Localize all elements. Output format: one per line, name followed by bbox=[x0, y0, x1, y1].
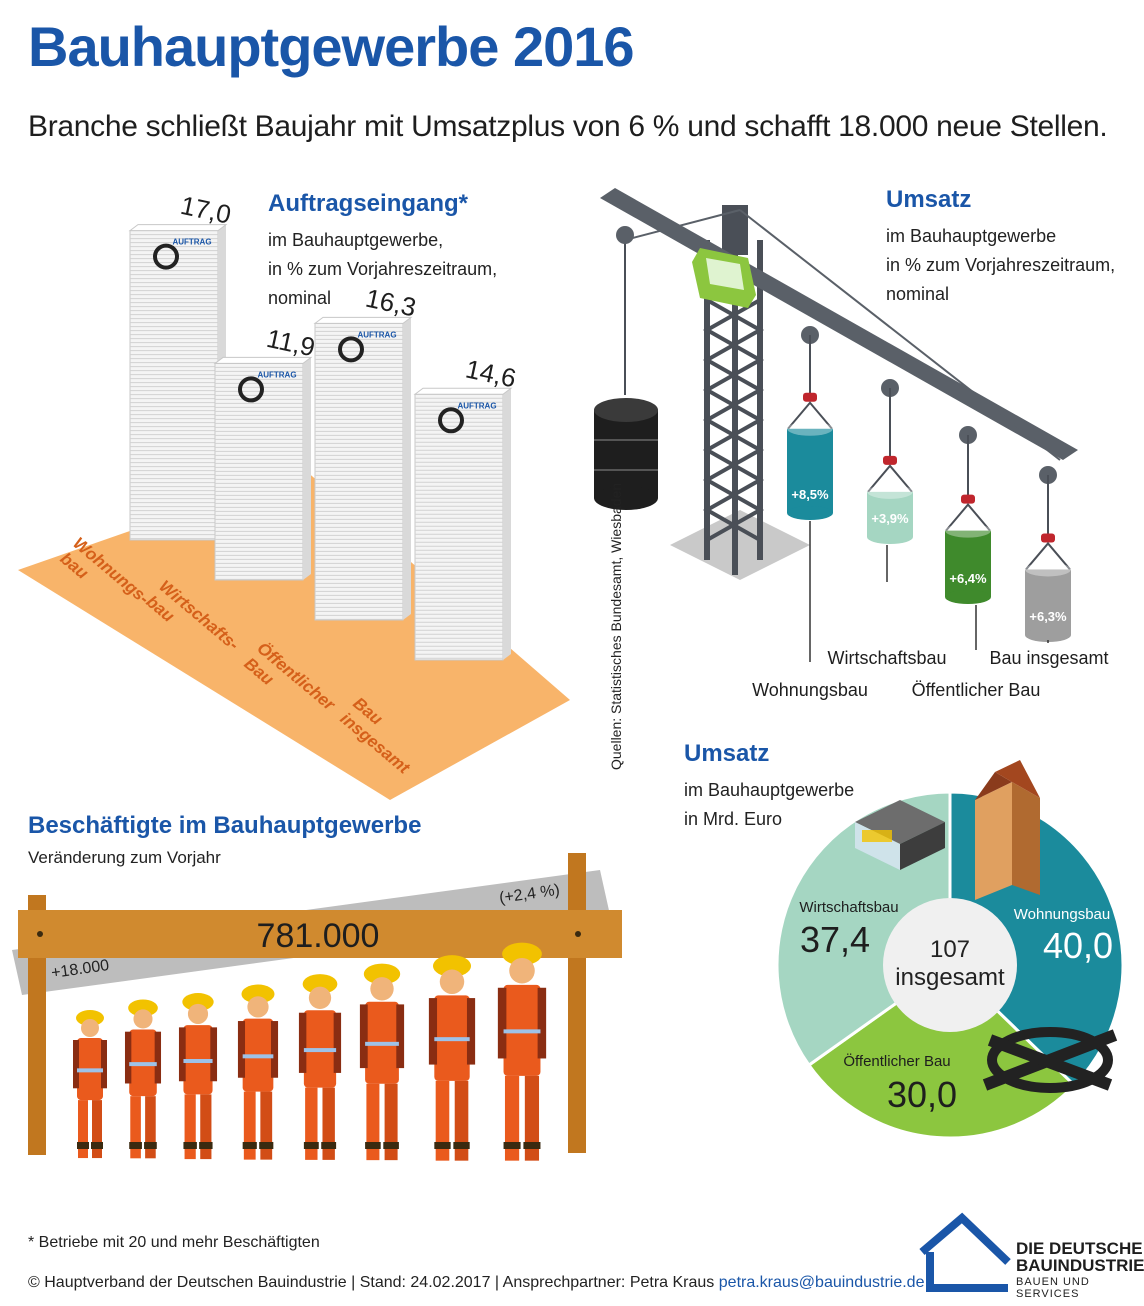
counterweight bbox=[594, 398, 658, 510]
pie-center-label: insgesamt bbox=[895, 964, 1005, 991]
auftrag-stack: AUFTRAG 14,6 bbox=[413, 354, 519, 661]
pie-slice bbox=[806, 963, 1077, 1140]
worker bbox=[428, 955, 476, 1161]
employment-description: Veränderung zum Vorjahr bbox=[28, 848, 221, 867]
footnote: * Betriebe mit 20 und mehr Beschäftigten bbox=[28, 1234, 320, 1251]
footer-email[interactable]: petra.kraus@bauindustrie.de bbox=[718, 1274, 925, 1291]
hard-hat-icon bbox=[128, 999, 158, 1017]
worker bbox=[178, 993, 218, 1160]
pie-chart: 107 insgesamt Wohnungsbau 40,0Öffentliche… bbox=[775, 760, 1125, 1140]
crane-load: +8,5% bbox=[787, 326, 833, 520]
source-note: Quellen: Statistisches Bundesamt, Wiesba… bbox=[608, 482, 624, 770]
hard-hat-icon bbox=[182, 993, 214, 1011]
crane-load: +6,3% bbox=[1025, 466, 1071, 642]
worker bbox=[124, 999, 162, 1159]
pie-slice-value: 30,0 bbox=[887, 1074, 957, 1115]
apartment-building-icon bbox=[975, 760, 1040, 900]
workers bbox=[73, 942, 547, 1161]
beam-bolt bbox=[37, 931, 43, 937]
hard-hat-icon bbox=[502, 942, 542, 966]
logo-line2: BAUINDUSTRIE bbox=[1016, 1256, 1144, 1275]
crane-tension-cable bbox=[739, 209, 1061, 461]
pie-center-value: 107 bbox=[930, 936, 970, 963]
pie-center-disc bbox=[883, 898, 1017, 1032]
crane-load: +6,4% bbox=[945, 426, 991, 604]
auftrag-value-label: 14,6 bbox=[463, 354, 519, 394]
employment-post-right bbox=[568, 853, 586, 1153]
hard-hat-icon bbox=[432, 955, 472, 977]
employment-heading: Beschäftigte im Bauhauptgewerbe bbox=[28, 812, 422, 839]
counterweight-pulley bbox=[616, 226, 634, 244]
auftrag-stack: AUFTRAG 17,0 bbox=[128, 190, 234, 541]
highway-interchange-icon bbox=[982, 1027, 1118, 1093]
auftrag-description: im Bauhauptgewerbe, in % zum Vorjahresze… bbox=[268, 230, 498, 308]
auftrag-value-label: 11,9 bbox=[264, 323, 318, 362]
hard-hat-icon bbox=[76, 1010, 104, 1026]
footer: © Hauptverband der Deutschen Bauindustri… bbox=[28, 1274, 924, 1292]
pie-slice-name: Öffentlicher Bau bbox=[843, 1052, 950, 1070]
auftrag-stack: AUFTRAG 11,9 bbox=[213, 323, 318, 581]
pie-slice-name: Wohnungsbau bbox=[1014, 906, 1110, 923]
employment-post-left bbox=[28, 895, 46, 1155]
crane-category-label: Wirtschaftsbau bbox=[827, 648, 946, 668]
worker bbox=[497, 942, 547, 1161]
stack-brand-label: AUFTRAG bbox=[357, 330, 396, 339]
commercial-building-icon bbox=[855, 800, 945, 870]
page-title: Bauhauptgewerbe 2016 bbox=[28, 15, 635, 78]
crane-rear-cable bbox=[624, 209, 741, 241]
crane-value-label: +6,4% bbox=[949, 571, 987, 586]
crane-description: im Bauhauptgewerbe in % zum Vorjahreszei… bbox=[886, 226, 1116, 304]
crane-cabin-window bbox=[706, 258, 744, 290]
logo-line3: BAUEN UND SERVICES bbox=[1016, 1276, 1090, 1300]
pie-description: im Bauhauptgewerbe in Mrd. Euro bbox=[684, 780, 855, 829]
hard-hat-icon bbox=[241, 984, 275, 1004]
crane-category-label: Bau insgesamt bbox=[989, 648, 1108, 668]
crane-value-label: +3,9% bbox=[871, 511, 909, 526]
crane-category-label: Wohnungsbau bbox=[752, 680, 868, 700]
employment-total: 781.000 bbox=[257, 917, 380, 955]
logo-line1: DIE DEUTSCHE bbox=[1016, 1239, 1143, 1258]
auftrag-heading: Auftragseingang* bbox=[268, 190, 469, 217]
auftrag-stack: AUFTRAG 16,3 bbox=[313, 283, 419, 621]
worker bbox=[298, 974, 342, 1160]
crane-category-label: Öffentlicher Bau bbox=[912, 680, 1041, 700]
page-subtitle: Branche schließt Baujahr mit Umsatzplus … bbox=[28, 110, 1108, 143]
crane-heading: Umsatz bbox=[886, 186, 972, 213]
logo-house-icon bbox=[919, 1212, 1011, 1292]
worker bbox=[237, 984, 279, 1160]
pie-slice-value: 37,4 bbox=[800, 919, 870, 960]
pie-slice-value: 40,0 bbox=[1043, 925, 1113, 966]
crane-loads: +8,5% +3,9% +6,4% +6,3% bbox=[787, 326, 1071, 642]
auftrag-value-label: 17,0 bbox=[178, 190, 234, 230]
worker bbox=[359, 963, 405, 1161]
hard-hat-icon bbox=[302, 974, 338, 994]
stack-brand-label: AUFTRAG bbox=[172, 238, 211, 247]
employment-graphic: 781.000 (+2,4 %) +18.000 bbox=[12, 853, 622, 1161]
pie-slice-name: Wirtschaftsbau bbox=[799, 899, 898, 916]
pie-heading: Umsatz bbox=[684, 740, 770, 767]
crane-chart: +8,5% +3,9% +6,4% +6,3% Wohnungsbau Wirtscha… bbox=[594, 188, 1109, 700]
auftrag-value-label: 16,3 bbox=[363, 283, 419, 323]
beam-bolt bbox=[575, 931, 581, 937]
hard-hat-icon bbox=[363, 963, 401, 985]
worker bbox=[73, 1010, 107, 1159]
crane-value-label: +8,5% bbox=[791, 487, 829, 502]
stack-brand-label: AUFTRAG bbox=[457, 401, 496, 410]
crane-value-label: +6,3% bbox=[1029, 609, 1067, 624]
auftrag-floor bbox=[18, 470, 570, 800]
stack-brand-label: AUFTRAG bbox=[257, 370, 296, 379]
footer-copyright: © Hauptverband der Deutschen Bauindustri… bbox=[28, 1274, 715, 1291]
crane-load: +3,9% bbox=[867, 379, 913, 544]
